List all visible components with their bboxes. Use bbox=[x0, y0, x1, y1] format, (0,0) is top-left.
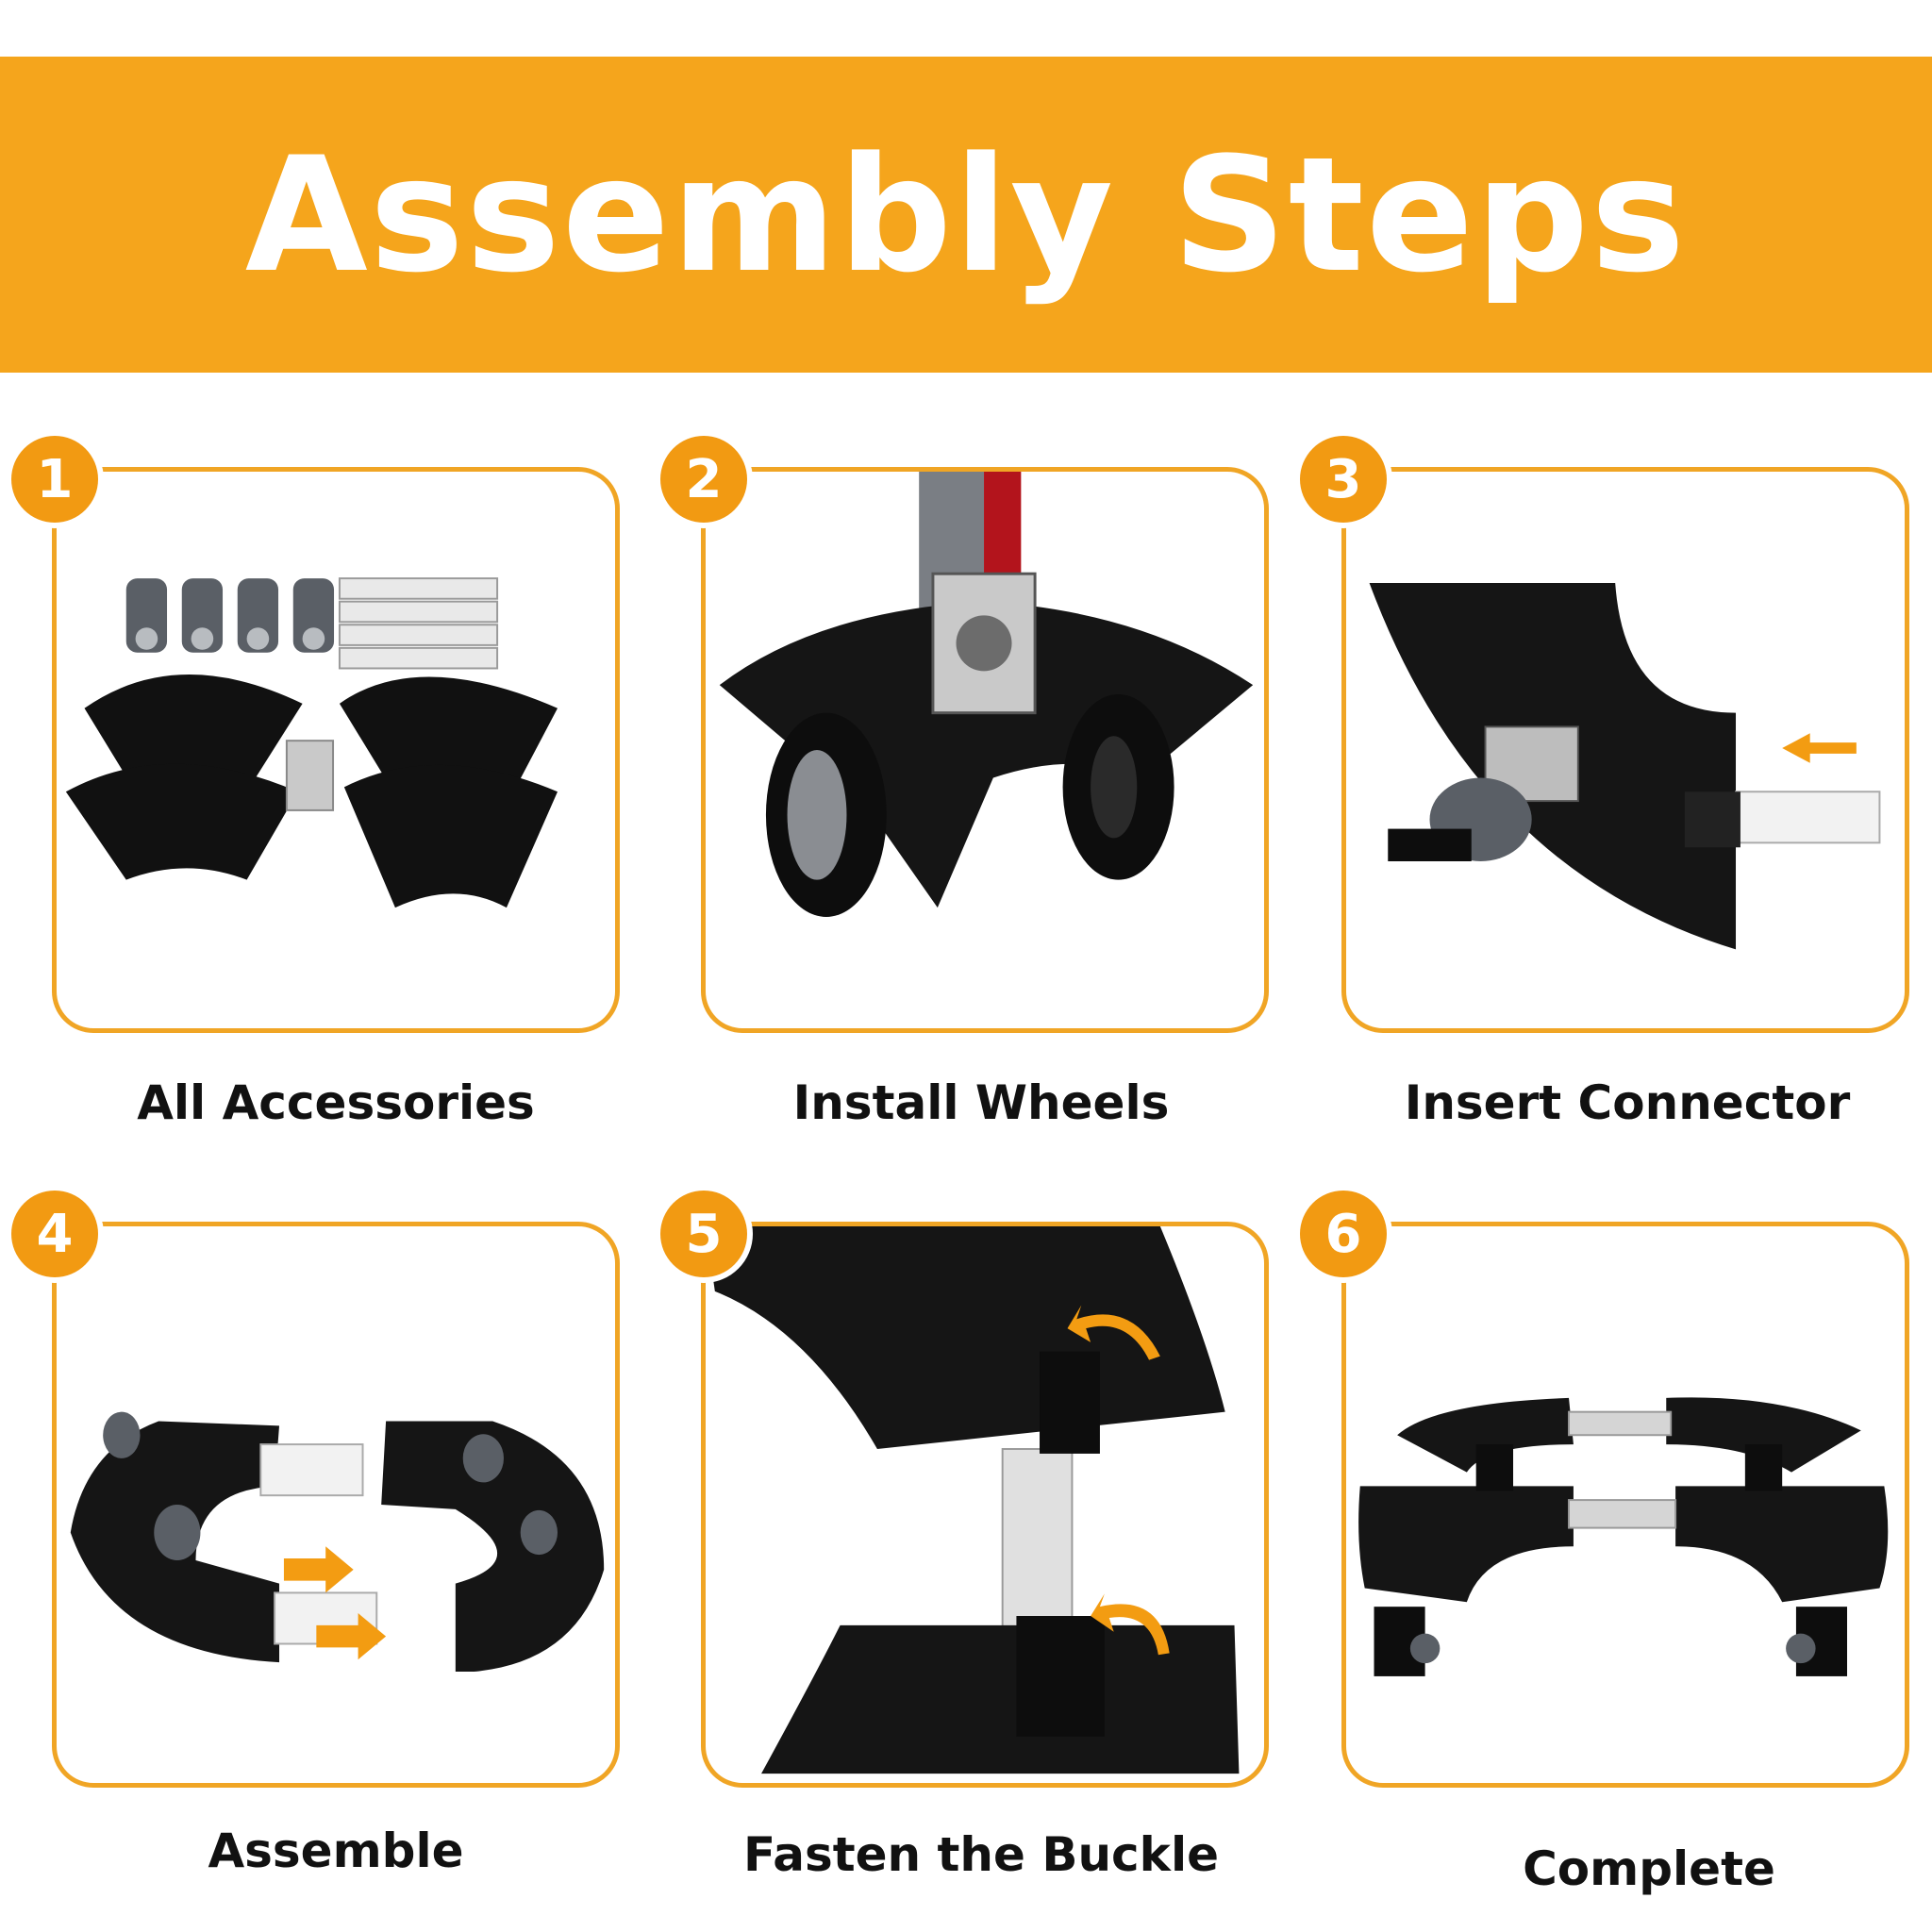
fasten-buckle-illustration bbox=[706, 1226, 1240, 1774]
step-3-badge: 3 bbox=[1300, 436, 1387, 523]
step-6-caption: Complete bbox=[1523, 1841, 1775, 1896]
step-3-caption: Insert Connector bbox=[1404, 1075, 1851, 1130]
arrow-right-icon bbox=[316, 1613, 387, 1660]
curved-arrow-icon bbox=[1091, 1593, 1170, 1656]
step-5-panel bbox=[701, 1222, 1269, 1788]
step-2-badge: 2 bbox=[660, 436, 747, 523]
step-2-panel bbox=[701, 467, 1269, 1033]
step-6-badge: 6 bbox=[1300, 1191, 1387, 1277]
header-banner: Assembly Steps bbox=[0, 57, 1932, 373]
assemble-illustration bbox=[70, 1411, 605, 1672]
step-3-panel bbox=[1341, 467, 1909, 1033]
step-5-caption: Fasten the Buckle bbox=[742, 1827, 1219, 1882]
page-title: Assembly Steps bbox=[244, 122, 1688, 308]
step-5-badge: 5 bbox=[660, 1191, 747, 1277]
step-4-panel bbox=[52, 1222, 620, 1788]
step-1-badge: 1 bbox=[11, 436, 98, 523]
arrow-right-icon bbox=[283, 1546, 354, 1593]
accessories-illustration bbox=[65, 577, 558, 908]
curved-arrow-icon bbox=[1067, 1305, 1160, 1360]
step-2-caption: Install Wheels bbox=[792, 1075, 1170, 1130]
step-6-panel bbox=[1341, 1222, 1909, 1788]
step-1-panel bbox=[52, 467, 620, 1033]
complete-illustration bbox=[1358, 1397, 1889, 1676]
step-4-badge: 4 bbox=[11, 1191, 98, 1277]
install-wheels-illustration bbox=[719, 472, 1254, 917]
arrow-left-icon bbox=[1782, 733, 1857, 763]
insert-connector-illustration bbox=[1369, 583, 1881, 950]
step-1-caption: All Accessories bbox=[137, 1075, 535, 1130]
step-4-caption: Assemble bbox=[208, 1824, 464, 1878]
